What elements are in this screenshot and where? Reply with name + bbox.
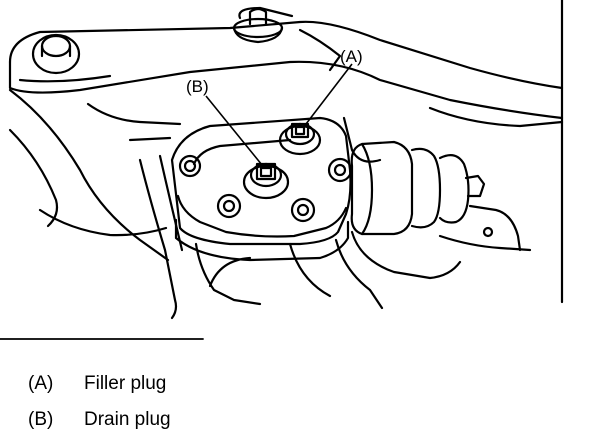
- legend-label: Filler plug: [84, 373, 167, 394]
- cover-bolt-left-lower: [216, 193, 242, 219]
- drain-plug: [242, 162, 290, 200]
- crossmember: [8, 6, 564, 120]
- leader-line-b: [205, 95, 263, 166]
- cover-bolt-left-upper: [178, 154, 202, 178]
- leader-line-a: [305, 63, 353, 125]
- legend-key: (A): [28, 373, 54, 394]
- output-flange-right: [334, 140, 522, 310]
- filler-plug: [278, 122, 322, 156]
- side-member-left: [8, 88, 184, 320]
- cover-bolt-right-lower: [290, 197, 316, 223]
- cover-bolt-right-upper: [327, 157, 353, 183]
- callout-label-b: (B): [186, 77, 209, 96]
- legend-item-drain-plug: (B) Drain plug: [28, 402, 171, 438]
- legend: (A) Filler plug (B) Drain plug: [28, 366, 171, 438]
- legend-key: (B): [28, 409, 54, 430]
- mount-bolt-top-left: [31, 33, 81, 75]
- callout-label-a: (A): [340, 47, 363, 66]
- legend-label: Drain plug: [84, 409, 171, 430]
- legend-item-filler-plug: (A) Filler plug: [28, 366, 171, 402]
- body-right-upper: [342, 106, 564, 252]
- differential-cover: [170, 116, 352, 306]
